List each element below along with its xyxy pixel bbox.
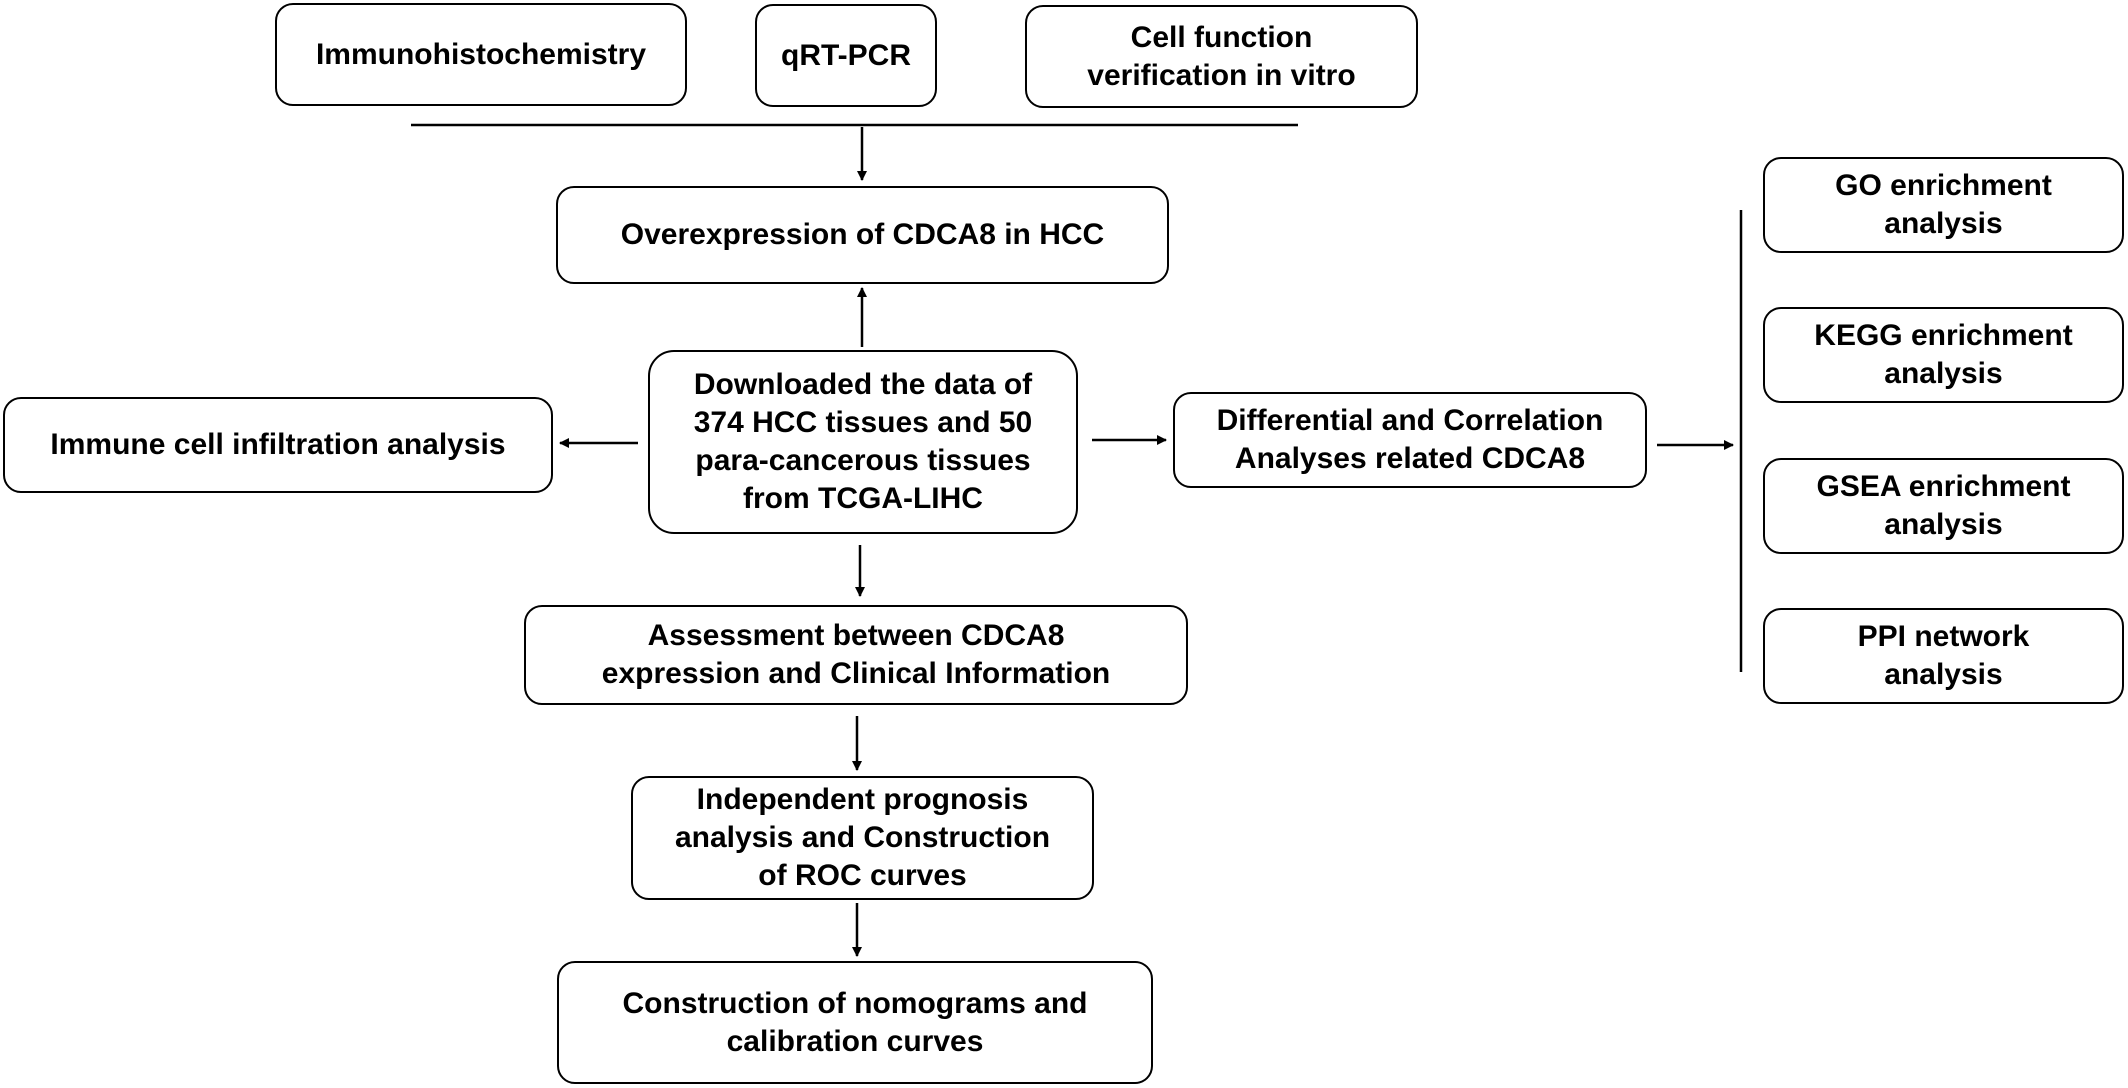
- kegg-enrichment-line1: KEGG enrichment: [1814, 319, 2073, 352]
- clinical-label-line1: Assessment between CDCA8: [647, 619, 1065, 652]
- data-source-line2: 374 HCC tissues and 50: [693, 406, 1033, 439]
- cell-function-label-line1: Cell function: [1130, 20, 1313, 54]
- go-enrichment-line1: GO enrichment: [1835, 169, 2052, 202]
- ppi-network-line1: PPI network: [1857, 620, 2030, 653]
- go-enrichment-box: GO enrichment analysis: [1763, 157, 2124, 253]
- immunohistochemistry-box: Immunohistochemistry: [275, 3, 687, 106]
- prognosis-label-line1: Independent prognosis: [696, 783, 1029, 816]
- differential-label-line2: Analyses related CDCA8: [1234, 442, 1586, 475]
- prognosis-label-line2: analysis and Construction: [674, 821, 1051, 854]
- kegg-enrichment-line2: analysis: [1884, 357, 2003, 390]
- nomogram-label-line2: calibration curves: [726, 1024, 984, 1058]
- immune-infiltration-label: Immune cell infiltration analysis: [50, 428, 506, 461]
- data-source-line3: para-cancerous tissues: [695, 444, 1031, 477]
- overexpression-label: Overexpression of CDCA8 in HCC: [620, 218, 1105, 251]
- cell-function-label-line2: verification in vitro: [1087, 58, 1356, 92]
- data-source-line1: Downloaded the data of: [693, 368, 1033, 401]
- go-enrichment-line2: analysis: [1884, 207, 2003, 240]
- nomogram-calibration-box: Construction of nomograms and calibratio…: [557, 961, 1153, 1084]
- cell-function-box: Cell function verification in vitro: [1025, 5, 1418, 108]
- nomogram-label-line1: Construction of nomograms and: [622, 986, 1088, 1020]
- data-source-box: Downloaded the data of 374 HCC tissues a…: [648, 350, 1078, 534]
- gsea-enrichment-box: GSEA enrichment analysis: [1763, 458, 2124, 554]
- immunohistochemistry-label: Immunohistochemistry: [315, 37, 647, 71]
- differential-label-line1: Differential and Correlation: [1216, 404, 1604, 437]
- qrt-pcr-box: qRT-PCR: [755, 4, 937, 107]
- kegg-enrichment-box: KEGG enrichment analysis: [1763, 307, 2124, 403]
- gsea-enrichment-line2: analysis: [1884, 508, 2003, 541]
- clinical-assessment-box: Assessment between CDCA8 expression and …: [524, 605, 1188, 705]
- prognosis-label-line3: of ROC curves: [758, 859, 967, 892]
- differential-correlation-box: Differential and Correlation Analyses re…: [1173, 392, 1647, 488]
- ppi-network-box: PPI network analysis: [1763, 608, 2124, 704]
- overexpression-box: Overexpression of CDCA8 in HCC: [556, 186, 1169, 284]
- clinical-label-line2: expression and Clinical Information: [601, 657, 1111, 690]
- immune-infiltration-box: Immune cell infiltration analysis: [3, 397, 553, 493]
- gsea-enrichment-line1: GSEA enrichment: [1816, 470, 2071, 503]
- qrt-pcr-label: qRT-PCR: [781, 38, 911, 72]
- prognosis-roc-box: Independent prognosis analysis and Const…: [631, 776, 1094, 900]
- data-source-line4: from TCGA-LIHC: [743, 482, 983, 515]
- ppi-network-line2: analysis: [1884, 658, 2003, 691]
